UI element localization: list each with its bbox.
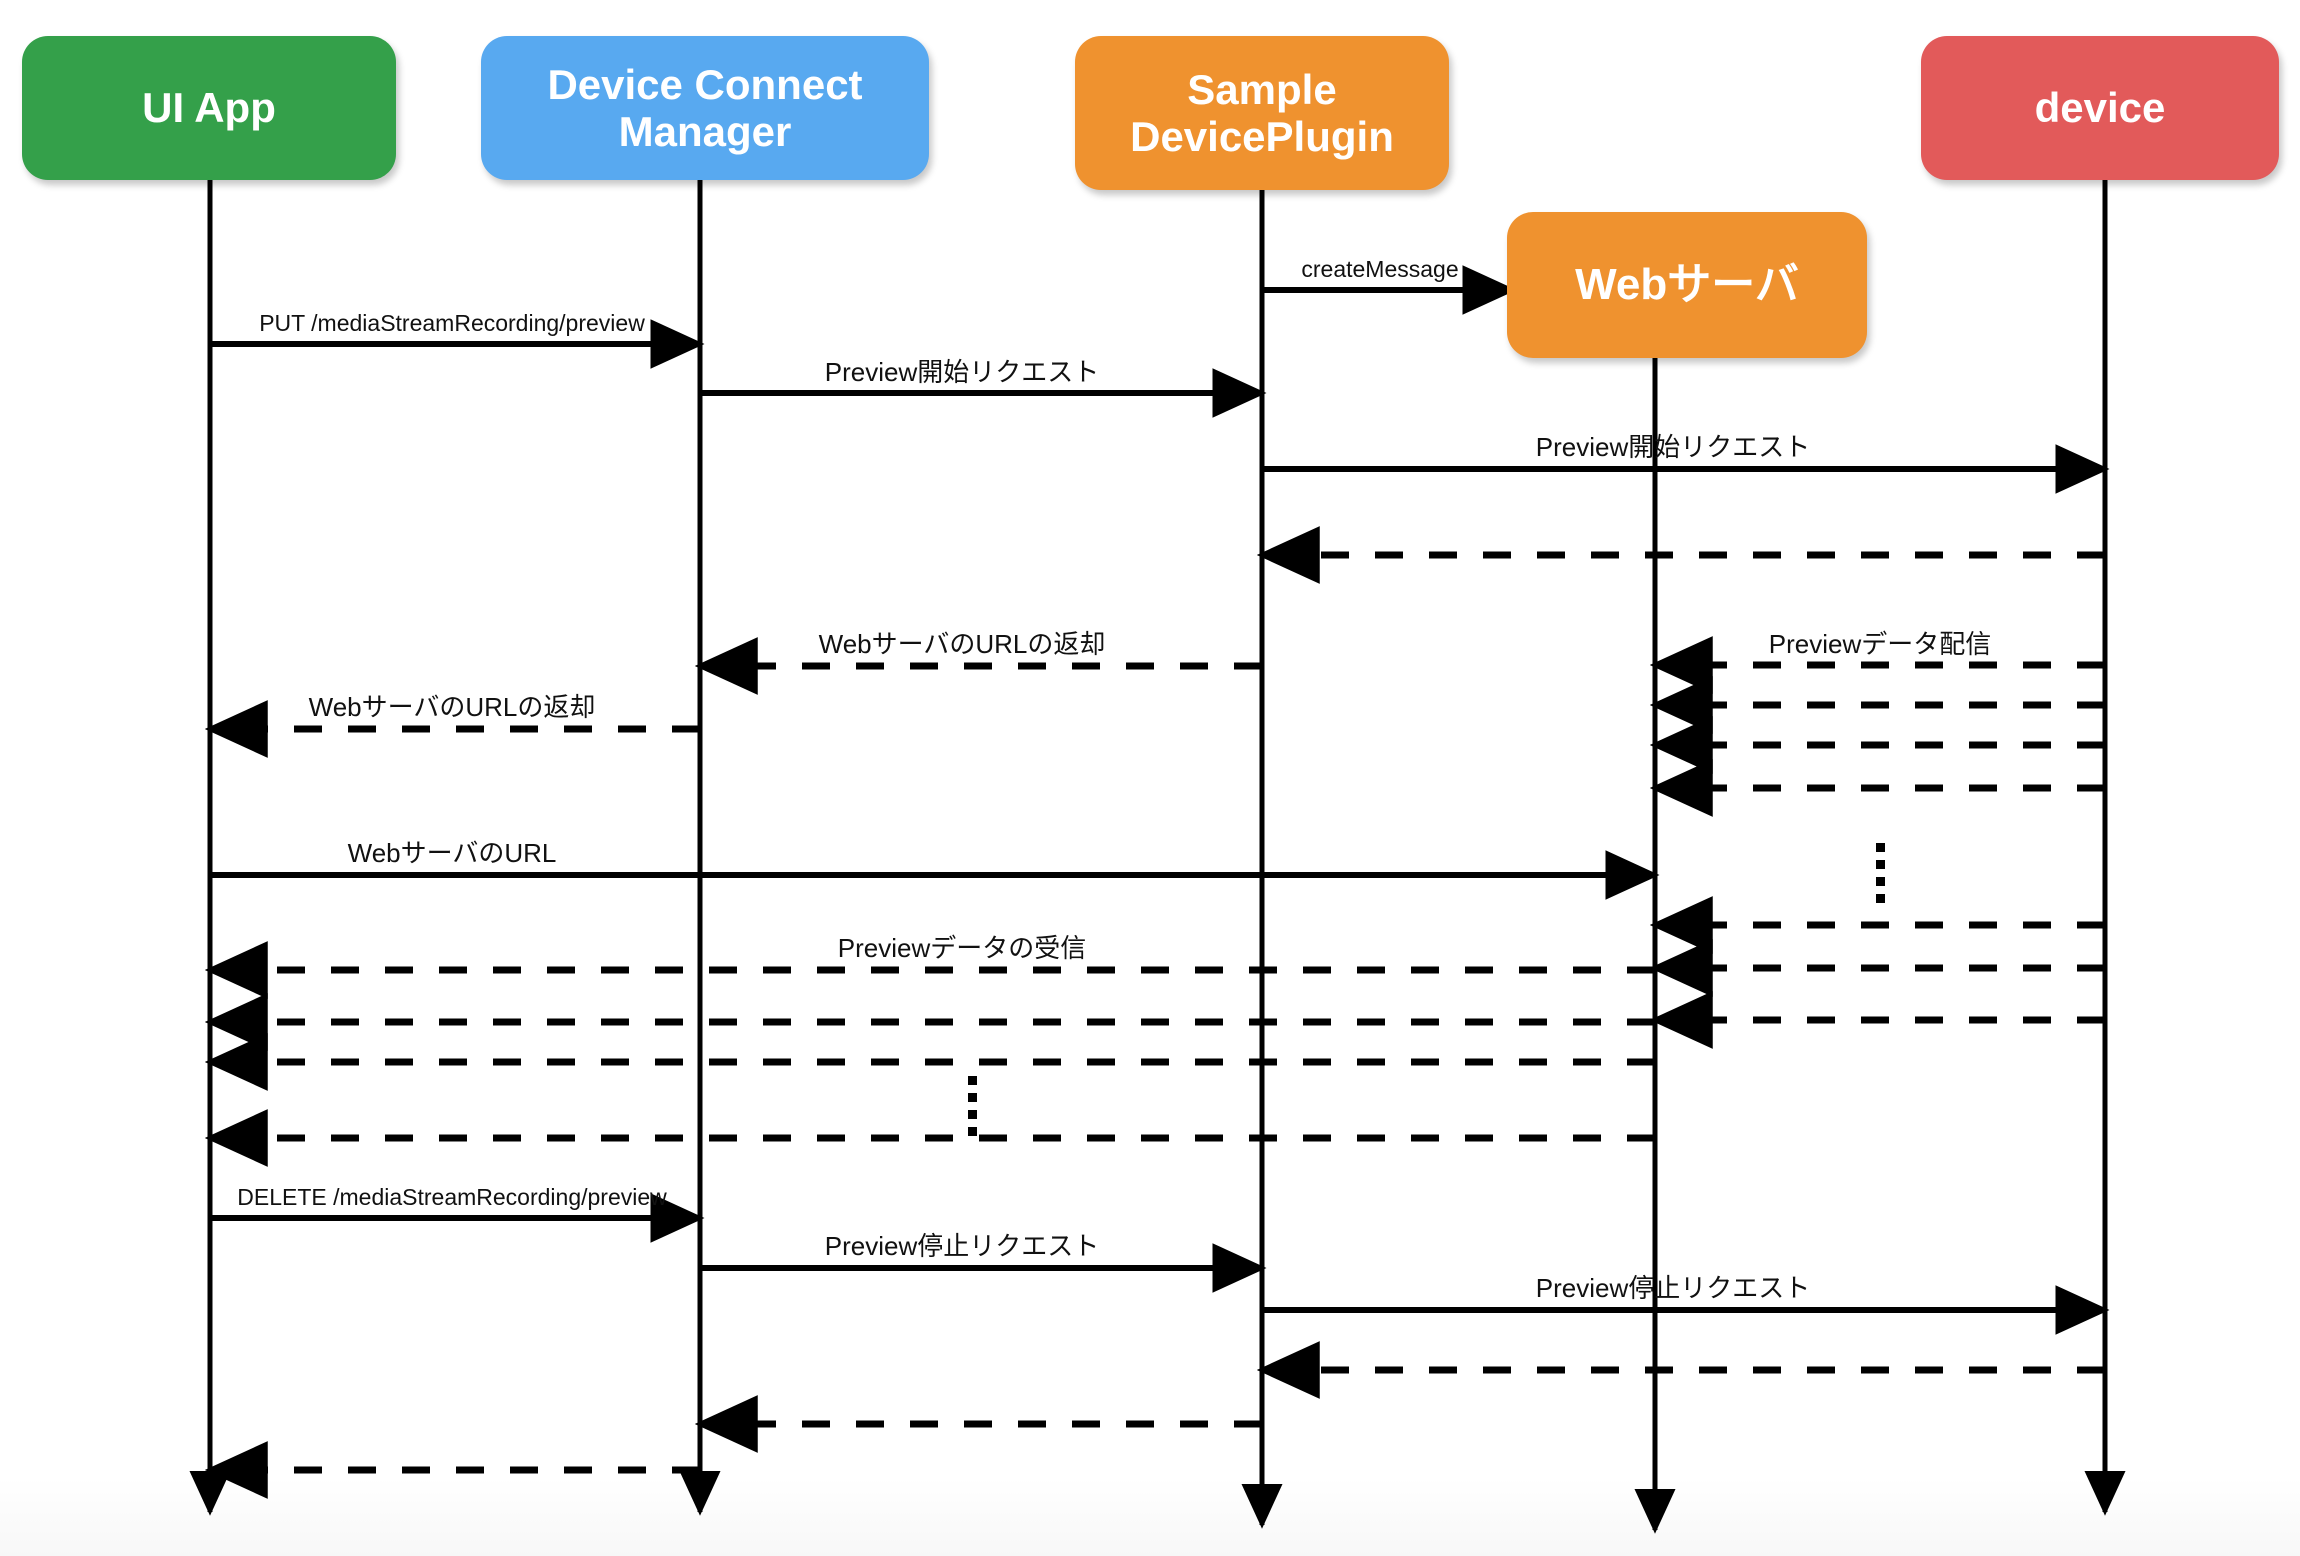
message-label-m07: Previewデータ配信 [1768, 629, 1992, 659]
message-label-m01: PUT /mediaStreamRecording/preview [259, 310, 645, 336]
continuation-ellipsis-e2 [968, 1076, 977, 1136]
message-label-m20: DELETE /mediaStreamRecording/preview [237, 1184, 667, 1210]
actor-box-ui-app[interactable]: UI App [22, 36, 396, 180]
message-label-m03: Preview開始リクエスト [824, 357, 1100, 387]
message-label-m21: Preview停止リクエスト [824, 1231, 1100, 1261]
message-label-m08: WebサーバのURLの返却 [308, 692, 596, 722]
message-label-m12: WebサーバのURL [347, 838, 557, 868]
message-label-m22: Preview停止リクエスト [1535, 1273, 1811, 1303]
actor-label-device: device [2034, 84, 2166, 132]
message-label-m04: Preview開始リクエスト [1535, 432, 1811, 462]
message-label-m14: Previewデータの受信 [837, 933, 1087, 963]
actor-box-web-server[interactable]: Webサーバ [1507, 212, 1867, 358]
message-label-m02: createMessage [1301, 256, 1459, 282]
continuation-ellipsis-e1 [1876, 843, 1885, 903]
actor-label-ui-app: UI App [142, 84, 276, 132]
actor-box-device[interactable]: device [1921, 36, 2279, 180]
actor-label-web-server: Webサーバ [1575, 260, 1799, 310]
message-label-m06: WebサーバのURLの返却 [818, 629, 1106, 659]
